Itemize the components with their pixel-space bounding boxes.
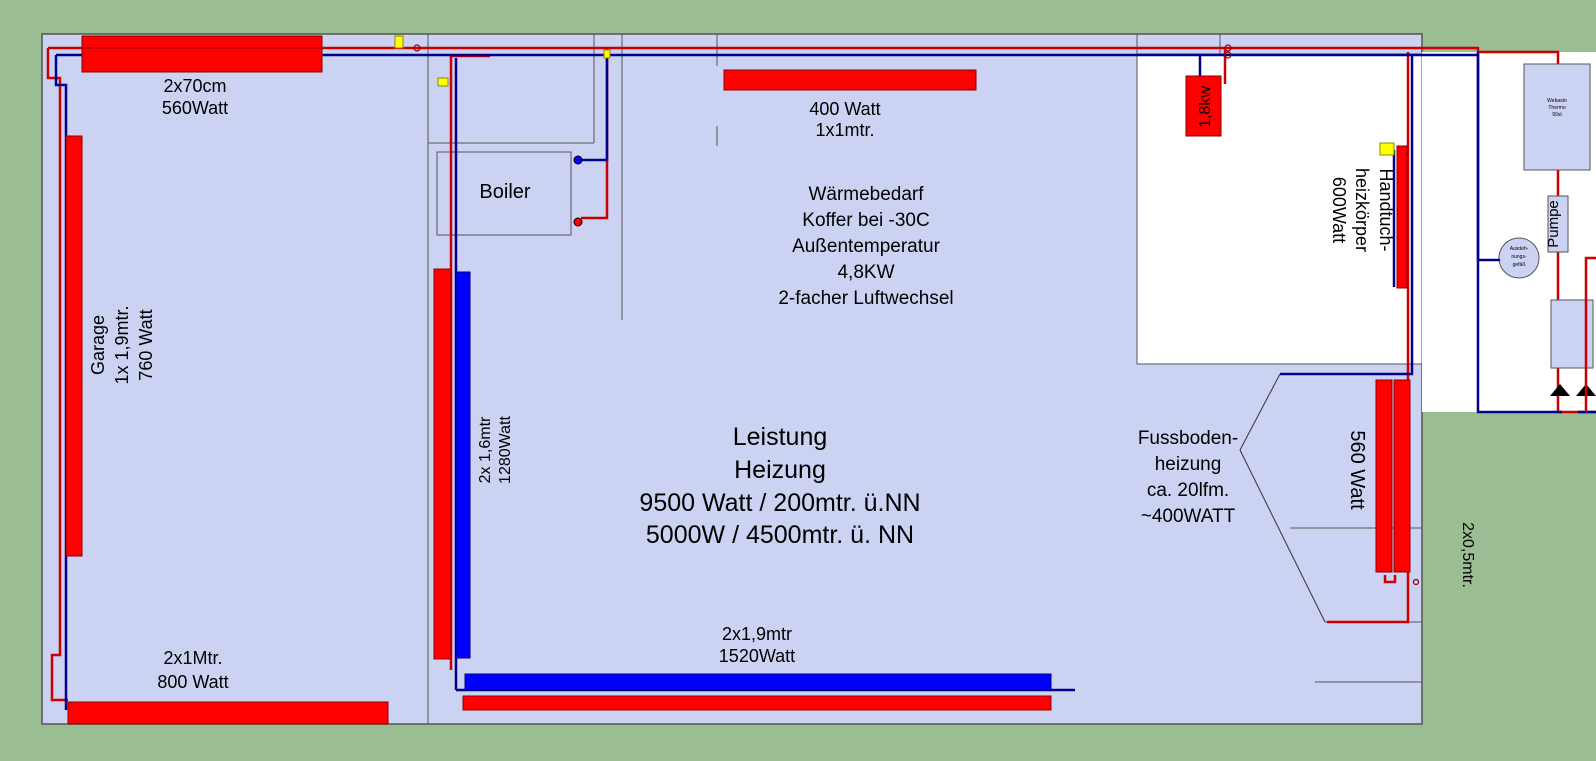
label-electric-heater: 1,8kw (1197, 86, 1214, 128)
label-towel-3: 600Watt (1329, 177, 1349, 243)
joint-icon (1224, 51, 1232, 59)
blue-radiators (455, 271, 1052, 691)
label-garage: Garage (88, 315, 108, 375)
radiator-left-vertical (433, 268, 452, 660)
radiator-top-left (81, 35, 323, 73)
label-webasto-1: Webasto (1547, 98, 1567, 104)
label-left-vertical-power: 1280Watt (497, 416, 514, 484)
label-floor-2: heizung (1155, 454, 1222, 475)
valve-icon (394, 35, 404, 49)
radiator-bottom-mid-blue (464, 673, 1052, 691)
towel-radiator (1396, 145, 1408, 289)
webasto-heater (1523, 63, 1591, 171)
label-pump: Pumpe (1545, 200, 1562, 248)
radiator-bottom-left (67, 701, 389, 725)
radiator-right-b (1393, 379, 1411, 573)
label-towel-1: Handtuch- (1376, 168, 1396, 251)
label-top-left-power: 560Watt (162, 98, 228, 118)
joint-icon (413, 44, 421, 52)
expansion-vessel-icon (1498, 237, 1540, 279)
label-power-subtitle: Heizung (734, 456, 826, 484)
pipe-joints (413, 44, 1420, 586)
label-bottom-left-power: 800 Watt (157, 672, 228, 692)
connector-icon (573, 217, 583, 227)
labels: 2x70cm 560Watt Garage 1x 1,9mtr. 760 Wat… (88, 76, 1567, 692)
label-power-altitude: 5000W / 4500mtr. ü. NN (646, 521, 914, 549)
radiator-garage (65, 135, 83, 557)
label-webasto-3: 90st (1552, 112, 1562, 118)
label-bottom-left-size: 2x1Mtr. (163, 648, 222, 668)
label-floor-1: Fussboden- (1138, 428, 1238, 449)
label-garage-size: 1x 1,9mtr. (112, 305, 132, 384)
radiator-left-vertical-blue (455, 271, 471, 659)
floor-heating-leader (1239, 373, 1326, 623)
label-power-sea-level: 9500 Watt / 200mtr. ü.NN (639, 489, 920, 517)
label-demand-3: Außentemperatur (792, 236, 941, 257)
label-floor-4: ~400WATT (1141, 506, 1236, 527)
label-demand-4: 4,8KW (837, 262, 894, 283)
label-demand-5: 2-facher Luftwechsel (778, 288, 953, 309)
electric-heater (1185, 75, 1222, 137)
label-top-left-size: 2x70cm (163, 76, 226, 96)
label-demand-title: Wärmebedarf (808, 184, 924, 205)
outside-pipes (1476, 52, 1596, 412)
label-webasto-2: Thermo (1548, 105, 1565, 111)
label-expansion-3: gefäß (1513, 262, 1526, 268)
valve-icon (1379, 142, 1395, 156)
label-towel-2: heizkörper (1352, 168, 1372, 252)
label-boiler: Boiler (479, 181, 530, 203)
pump-direction-icon (1550, 384, 1570, 396)
radiator-right-a (1375, 379, 1393, 573)
label-right-vertical: 560 Watt (1346, 430, 1368, 510)
boiler-connectors (573, 155, 583, 227)
label-expansion-1: Ausdeh- (1510, 246, 1529, 252)
joint-icon (1412, 578, 1420, 586)
valve-icon (603, 49, 611, 59)
boiler-box (436, 151, 572, 236)
label-demand-2: Koffer bei -30C (802, 210, 929, 231)
valves (394, 35, 1395, 156)
label-top-mid-power: 400 Watt (809, 99, 880, 119)
label-power-title: Leistung (733, 423, 828, 451)
label-top-mid-size: 1x1mtr. (815, 120, 874, 140)
label-left-vertical-size: 2x 1,6mtr (477, 416, 494, 483)
connector-icon (573, 155, 583, 165)
radiator-top-mid (723, 69, 977, 91)
joint-icon (1224, 44, 1232, 52)
label-outer-right: 2x0,5mtr. (1459, 522, 1476, 588)
radiators (65, 35, 1411, 725)
valve-icon (437, 77, 449, 87)
label-bottom-mid-size: 2x1,9mtr (722, 624, 792, 644)
label-floor-3: ca. 20lfm. (1147, 480, 1229, 501)
label-bottom-mid-power: 1520Watt (719, 646, 795, 666)
radiator-bottom-mid (462, 695, 1052, 711)
label-expansion-2: nungs- (1511, 254, 1527, 260)
pump-box (1547, 195, 1569, 253)
bathroom-area (1136, 53, 1423, 365)
label-garage-power: 760 Watt (136, 309, 156, 380)
